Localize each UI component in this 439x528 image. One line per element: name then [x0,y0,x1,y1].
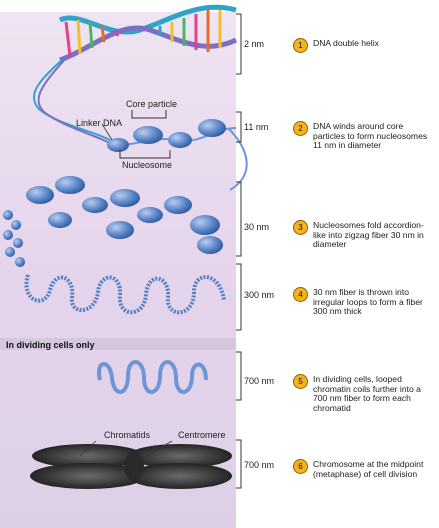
step-description: 30 nm fiber is thrown into irregular loo… [313,287,423,317]
step-description: In dividing cells, looped chromatin coil… [313,374,421,413]
step-description: DNA winds around core particles to form … [313,121,428,151]
nucleosome-label: Nucleosome [122,160,173,170]
metaphase-chromosome [30,440,232,489]
step-number-badge: 1 [293,38,308,53]
dna-double-helix [33,4,238,145]
scale-label-2nm: 2 nm [244,39,265,49]
scale-label-300nm: 300 nm [244,290,275,300]
scale-brackets [236,13,242,489]
dividing-cells-banner: In dividing cells only [6,340,95,350]
scale-label-700nm-chromosome: 700 nm [244,460,275,470]
step-number-badge: 5 [293,374,308,389]
step-number-badge: 2 [293,121,308,136]
scale-label-30nm: 30 nm [244,222,270,232]
linker-dna-label: Linker DNA [76,118,123,128]
looped-fiber [24,274,226,315]
core-particle-label: Core particle [126,99,178,109]
step-number-badge: 4 [293,287,308,302]
step-number-badge: 3 [293,220,308,235]
chromatids-label: Chromatids [104,430,151,440]
step-description: Chromosome at the midpoint (metaphase) o… [313,459,424,479]
centromere-label: Centromere [178,430,226,440]
step-description: DNA double helix [313,38,379,48]
nucleosome-string [101,110,248,191]
scale-label-11nm: 11 nm [244,122,269,132]
step-number-badge: 6 [293,459,308,474]
step-description: Nucleosomes fold accordion-like into zig… [313,220,424,250]
banner-strip [0,338,236,350]
coiled-fiber [97,360,208,394]
zigzag-fiber [3,176,223,267]
scale-label-700nm: 700 nm [244,376,275,386]
